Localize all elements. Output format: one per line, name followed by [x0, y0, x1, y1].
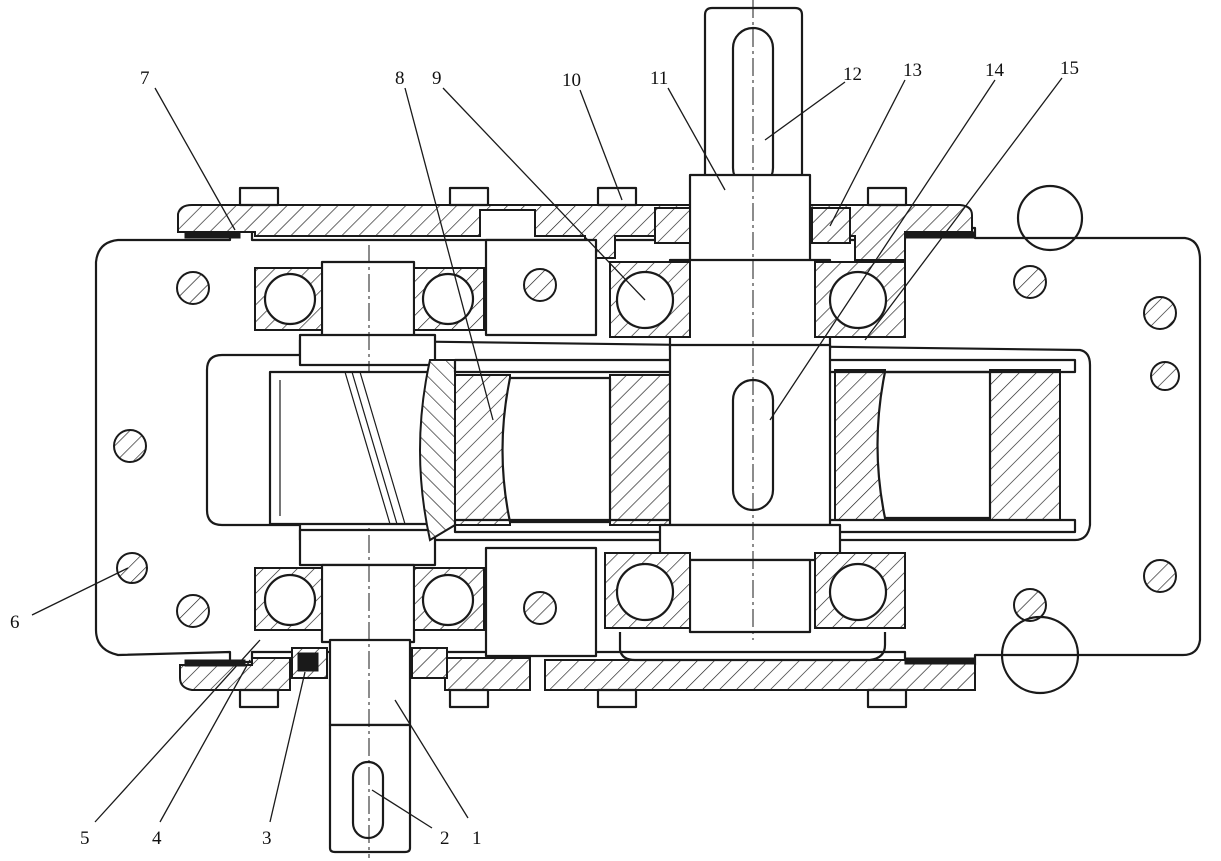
callout-5: 5 [80, 828, 90, 849]
bolt [1013, 265, 1047, 299]
left-oil-seal [291, 647, 448, 679]
output-shaft [658, 0, 842, 640]
bolt [1150, 361, 1180, 391]
housing [94, 226, 1202, 667]
callout-10: 10 [562, 70, 581, 91]
callout-3: 3 [262, 828, 272, 849]
bearing-block [484, 238, 598, 658]
callout-15: 15 [1060, 58, 1079, 79]
bottom-cover [179, 657, 976, 691]
callout-8: 8 [395, 68, 405, 89]
large-gear [453, 358, 1077, 534]
pinion-gear [268, 359, 456, 542]
leader-lines [31, 77, 1063, 829]
bolt [523, 591, 557, 625]
left-bearings [254, 267, 485, 631]
callout-7: 7 [140, 68, 150, 89]
callout-11: 11 [650, 68, 668, 89]
bolt [116, 552, 148, 584]
callout-1: 1 [472, 828, 482, 849]
bolt [1013, 588, 1047, 622]
callout-14: 14 [985, 60, 1005, 81]
bolt [523, 268, 557, 302]
bolt [113, 429, 147, 463]
bolt [176, 271, 210, 305]
bolts [113, 184, 1180, 709]
right-oil-seal [654, 207, 851, 244]
callout-4: 4 [152, 828, 162, 849]
bolt [176, 594, 210, 628]
callout-6: 6 [10, 612, 20, 633]
bolt [1143, 296, 1177, 330]
callout-12: 12 [843, 64, 862, 85]
input-shaft [298, 245, 437, 858]
callout-9: 9 [432, 68, 442, 89]
bolt [1143, 559, 1177, 593]
callout-2: 2 [440, 828, 450, 849]
callout-labels: 1 2 3 4 5 6 7 8 9 10 11 12 13 14 15 [10, 58, 1079, 849]
callout-13: 13 [903, 60, 922, 81]
